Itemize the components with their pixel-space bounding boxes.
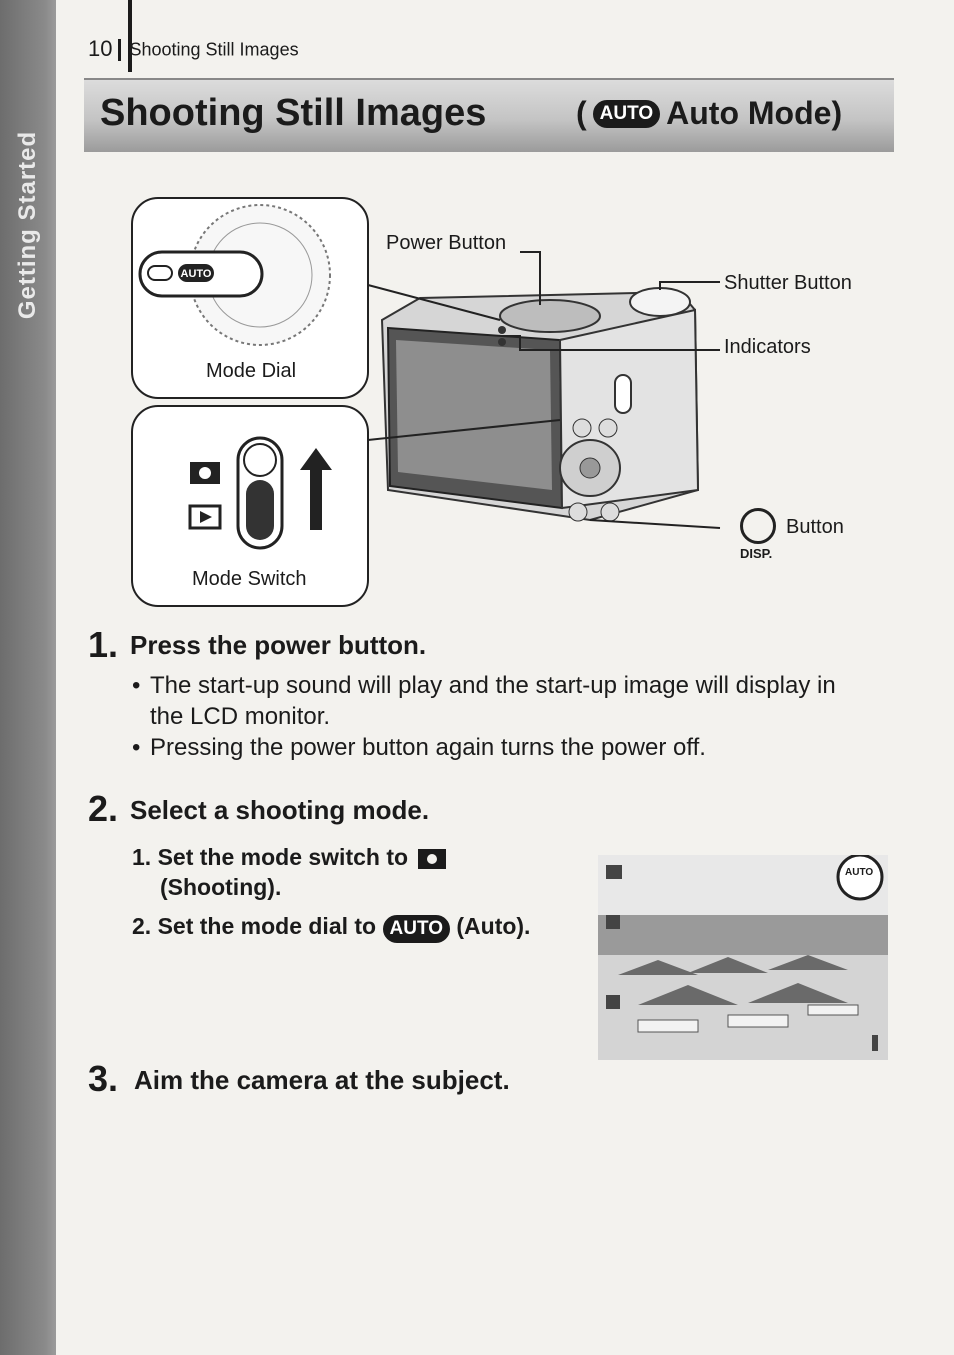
step1-bullet-1: •The start-up sound will play and the st… xyxy=(132,672,836,699)
step2-substep-1: 1. Set the mode switch to xyxy=(132,842,447,872)
camera-body xyxy=(380,287,700,522)
lcd-auto-icon: AUTO xyxy=(845,867,874,878)
side-tab-label: Getting Started xyxy=(14,130,41,320)
step2-title: Select a shooting mode. xyxy=(130,795,430,825)
step2-substep-1-cont: (Shooting). xyxy=(160,874,282,900)
step2-substep-2: 2. Set the mode dial to AUTO (Auto). xyxy=(132,911,530,943)
shutter-button-label: Shutter Button xyxy=(724,272,852,294)
page-title: Shooting Still Images xyxy=(100,92,487,134)
power-button-label: Power Button xyxy=(386,232,507,254)
header-rule xyxy=(128,0,132,72)
step3-title: Aim the camera at the subject. xyxy=(134,1065,510,1095)
page-number: 10 xyxy=(88,36,113,61)
disp-button-icon xyxy=(740,508,776,544)
leader-lines xyxy=(367,251,721,529)
title-mode: ( AUTO Auto Mode) xyxy=(576,95,842,132)
step2-number: 2. xyxy=(88,788,119,829)
auto-mode-icon: AUTO xyxy=(382,915,450,943)
title-open-paren: ( xyxy=(576,95,587,131)
camera-figure: AUTO Mode Dial Mode Switch Power Button … xyxy=(120,190,910,620)
mode-dial-label: Mode Dial xyxy=(206,360,297,382)
side-tab: Getting Started xyxy=(0,0,56,1355)
camera-illustration: AUTO xyxy=(131,197,721,607)
step1-number: 1. xyxy=(88,624,119,665)
disp-text: DISP. xyxy=(740,546,773,561)
title-bar: Shooting Still Images ( AUTO Auto Mode) xyxy=(84,78,894,152)
camera-icon xyxy=(418,848,447,869)
lcd-preview-image xyxy=(598,853,888,1060)
step3-number: 3. xyxy=(88,1058,119,1099)
title-mode-label: Auto Mode) xyxy=(666,95,843,131)
step1-bullet-1-cont: the LCD monitor. xyxy=(150,703,331,730)
mode-switch-label: Mode Switch xyxy=(192,568,307,590)
header-separator xyxy=(118,39,122,62)
lcd-preview: AUTO xyxy=(598,853,888,1060)
disp-button-label: Button xyxy=(786,516,844,538)
running-header: 10 Shooting Still Images xyxy=(88,36,299,62)
auto-mode-icon: AUTO xyxy=(592,99,661,128)
indicators-label: Indicators xyxy=(724,336,811,358)
step1-title: Press the power button. xyxy=(130,630,427,660)
header-section: Shooting Still Images xyxy=(129,39,299,60)
step1-bullet-2: •Pressing the power button again turns t… xyxy=(132,734,706,761)
svg-text:AUTO: AUTO xyxy=(181,268,212,280)
